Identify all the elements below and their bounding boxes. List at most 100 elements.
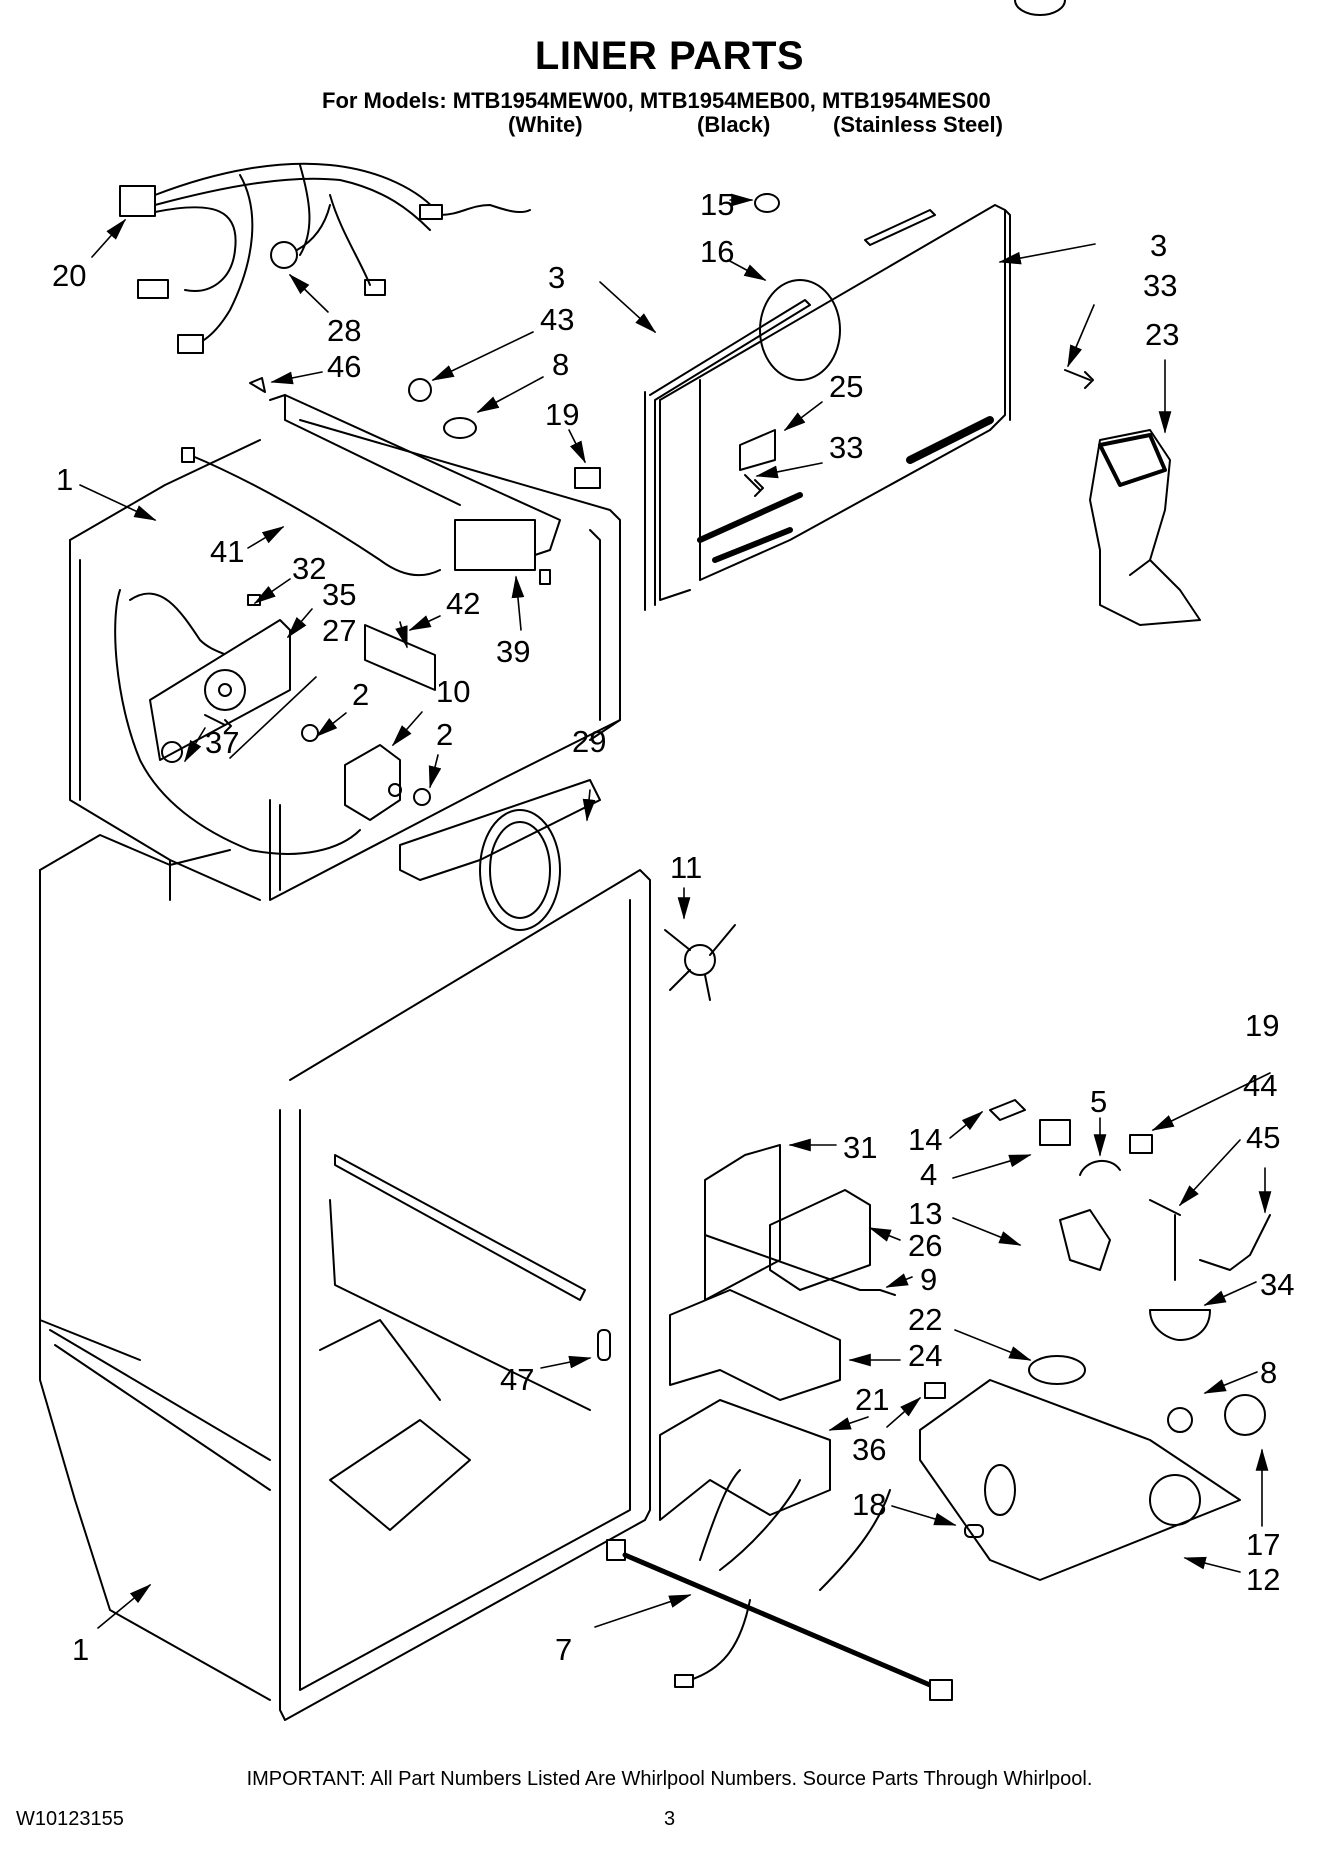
- callout-35[interactable]: 35: [322, 577, 356, 612]
- control-housing: [149, 619, 291, 761]
- callout-7[interactable]: 7: [555, 1632, 572, 1667]
- knob-base: [1028, 1355, 1086, 1385]
- duct-lower: [659, 1399, 831, 1521]
- control-knob-assembly: [1014, 0, 1071, 1146]
- callout-3-right[interactable]: 3: [1150, 228, 1167, 263]
- callout-2-right[interactable]: 2: [436, 717, 453, 752]
- callout-12[interactable]: 12: [1246, 1562, 1280, 1597]
- retainer: [989, 1099, 1026, 1121]
- wire: [189, 454, 441, 577]
- link-rod: [704, 1234, 896, 1296]
- callout-1-upper[interactable]: 1: [56, 462, 73, 497]
- damper-control: [1059, 1209, 1111, 1271]
- callout-33-lower[interactable]: 33: [829, 430, 863, 465]
- wiring-harness-lower: [606, 1469, 953, 1701]
- baffle: [704, 1144, 781, 1301]
- screw-lower: [744, 474, 764, 497]
- callout-37[interactable]: 37: [205, 725, 239, 760]
- control-housing-lower: [919, 1379, 1241, 1581]
- callout-20[interactable]: 20: [52, 258, 86, 293]
- nut-left: [301, 724, 319, 742]
- callout-17[interactable]: 17: [1246, 1527, 1280, 1562]
- rod: [1199, 1214, 1271, 1271]
- page-title: LINER PARTS: [534, 34, 805, 78]
- knob-lower: [1149, 1309, 1211, 1341]
- plug: [964, 1524, 984, 1538]
- light-bulb-upper: [408, 378, 432, 402]
- fan-shroud: [399, 779, 601, 931]
- callout-19-upper[interactable]: 19: [545, 397, 579, 432]
- callout-18[interactable]: 18: [852, 1487, 886, 1522]
- screw: [204, 714, 232, 733]
- clip: [249, 377, 266, 393]
- duct-upper: [669, 1289, 841, 1401]
- callout-26[interactable]: 26: [908, 1228, 942, 1263]
- light-socket-lower: [1167, 1407, 1193, 1433]
- callout-4[interactable]: 4: [920, 1157, 937, 1192]
- knob: [161, 741, 183, 763]
- callout-21[interactable]: 21: [855, 1382, 889, 1417]
- callout-5[interactable]: 5: [1090, 1084, 1107, 1119]
- finish-white: (White): [508, 112, 583, 137]
- callout-36[interactable]: 36: [852, 1432, 886, 1467]
- callout-labels: 20 28 46 43 8 19 1 41 32 35 27 42 39 37 …: [52, 187, 1294, 1667]
- control-module: [769, 1189, 871, 1291]
- callout-39[interactable]: 39: [496, 634, 530, 669]
- finish-stainless: (Stainless Steel): [833, 112, 1003, 137]
- callout-41[interactable]: 41: [210, 534, 244, 569]
- callout-27[interactable]: 27: [322, 613, 356, 648]
- leader-lines: [79, 193, 1272, 1629]
- label-plate: [364, 624, 436, 691]
- callout-45[interactable]: 45: [1246, 1120, 1280, 1155]
- callout-33-upper[interactable]: 33: [1143, 268, 1177, 303]
- callout-8-lower[interactable]: 8: [1260, 1355, 1277, 1390]
- callout-44[interactable]: 44: [1243, 1068, 1277, 1103]
- callout-14[interactable]: 14: [908, 1122, 942, 1157]
- callout-11[interactable]: 11: [670, 850, 702, 885]
- liner-freezer: [69, 419, 621, 901]
- callout-3-left[interactable]: 3: [548, 260, 565, 295]
- callout-32[interactable]: 32: [292, 551, 326, 586]
- spacer: [754, 193, 780, 213]
- callout-24[interactable]: 24: [908, 1338, 942, 1373]
- callout-42[interactable]: 42: [446, 586, 480, 621]
- callout-9[interactable]: 9: [920, 1262, 937, 1297]
- finish-black: (Black): [697, 112, 771, 137]
- callout-46[interactable]: 46: [327, 349, 361, 384]
- switch-upper: [574, 467, 601, 489]
- document-number: W10123155: [16, 1808, 124, 1830]
- important-notice: IMPORTANT: All Part Numbers Listed Are W…: [246, 1768, 1093, 1790]
- clip-ring: [1079, 1160, 1121, 1176]
- callout-8-upper[interactable]: 8: [552, 347, 569, 382]
- callout-23[interactable]: 23: [1145, 317, 1179, 352]
- light-bulb-lower: [1224, 1394, 1266, 1436]
- callout-1-lower[interactable]: 1: [72, 1632, 89, 1667]
- label-small: [924, 1382, 946, 1399]
- bracket: [739, 429, 776, 471]
- callout-47[interactable]: 47: [500, 1362, 534, 1397]
- switch-lower: [1129, 1134, 1153, 1154]
- callout-15[interactable]: 15: [700, 187, 734, 222]
- light-socket-upper: [443, 417, 477, 439]
- callout-28[interactable]: 28: [327, 313, 361, 348]
- callout-16[interactable]: 16: [700, 234, 734, 269]
- gasket-left: [644, 299, 811, 611]
- page-number: 3: [663, 1808, 676, 1830]
- callout-25[interactable]: 25: [829, 369, 863, 404]
- drain-plug: [597, 1329, 611, 1361]
- models-line: For Models: MTB1954MEW00, MTB1954MEB00, …: [322, 88, 991, 113]
- nut-right: [413, 788, 431, 806]
- callout-10[interactable]: 10: [436, 674, 470, 709]
- fan-blade: [664, 924, 736, 1001]
- thermostat: [344, 744, 402, 821]
- callout-13[interactable]: 13: [908, 1196, 942, 1231]
- callout-2-left[interactable]: 2: [352, 677, 369, 712]
- callout-19-lower[interactable]: 19: [1245, 1008, 1279, 1043]
- callout-29[interactable]: 29: [572, 724, 606, 759]
- callout-22[interactable]: 22: [908, 1302, 942, 1337]
- callout-43[interactable]: 43: [540, 302, 574, 337]
- callout-31[interactable]: 31: [843, 1130, 877, 1165]
- callout-34[interactable]: 34: [1260, 1267, 1294, 1302]
- screw-upper: [1064, 369, 1094, 389]
